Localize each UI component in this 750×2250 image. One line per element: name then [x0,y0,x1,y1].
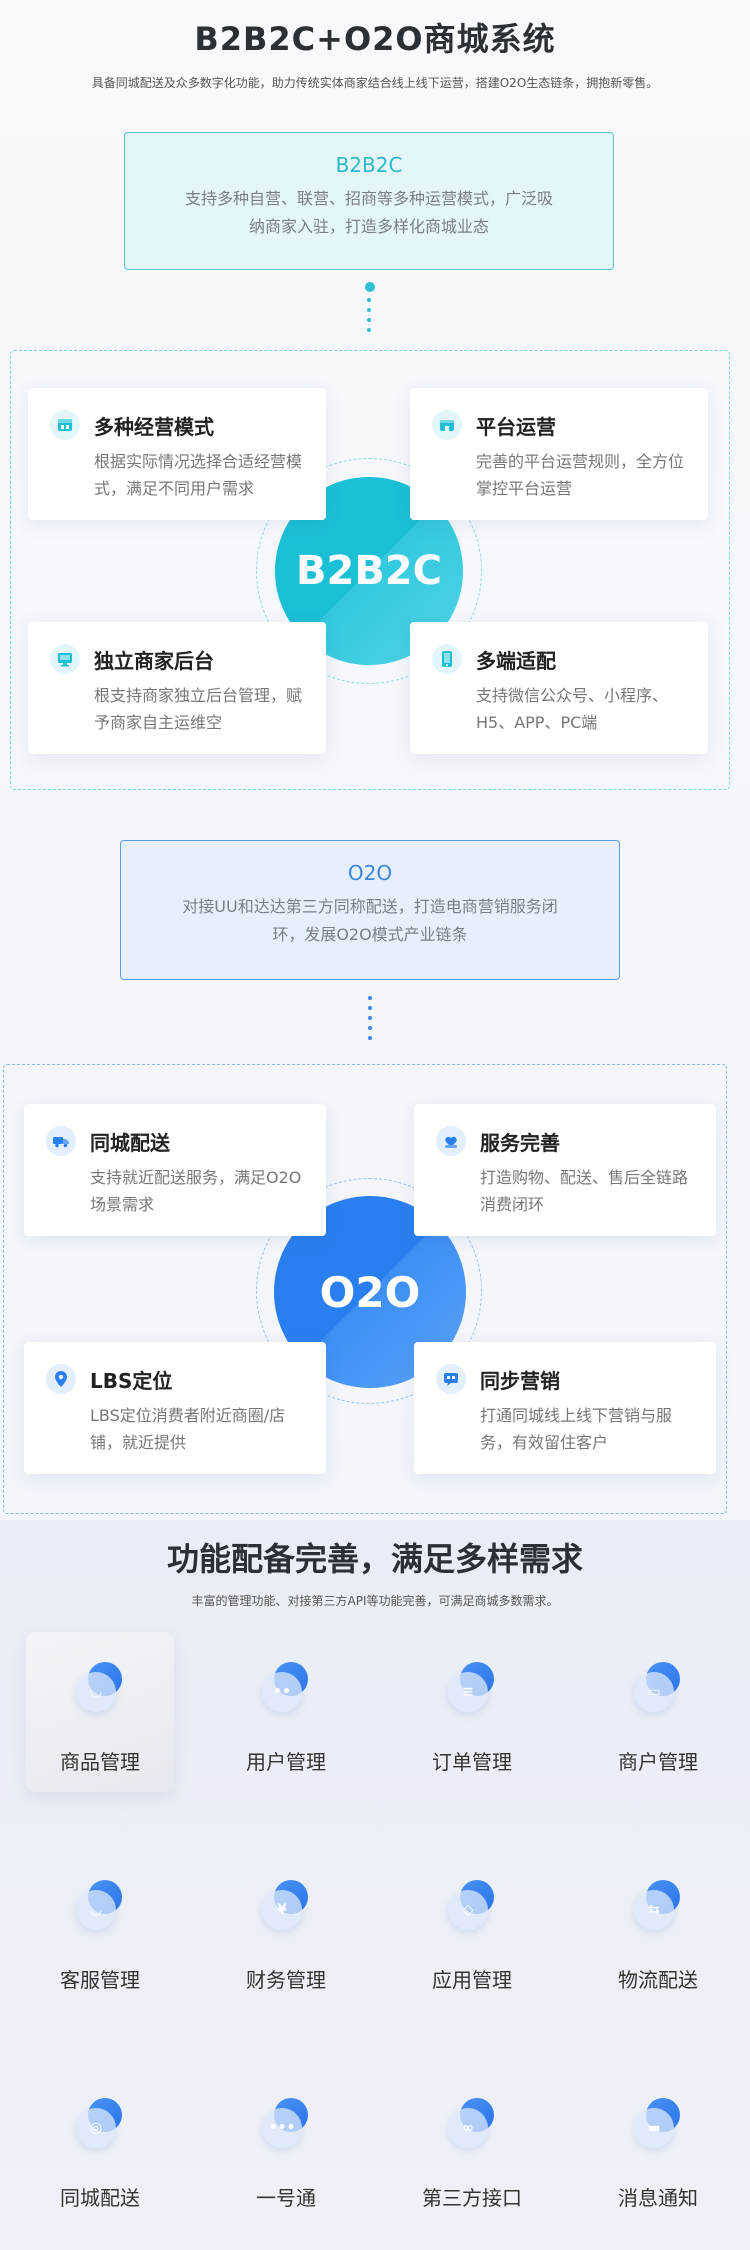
connector-dot [368,1026,372,1030]
feature-label: 商品管理 [60,1750,140,1774]
card-desc: 根支持商家独立后台管理，赋予商家自主运维空 [94,686,303,732]
user-icon: •• [256,1658,316,1718]
card-desc: 支持微信公众号、小程序、H5、APP、PC端 [476,686,669,732]
o2o-connector [366,996,374,1040]
feature-label: 商户管理 [618,1750,698,1774]
local-delivery-icon: ◎ [70,2094,130,2154]
card-desc: 支持就近配送服务，满足O2O场景需求 [90,1168,302,1214]
message-icon [436,1364,466,1394]
o2o-card-lbs: LBS定位 LBS定位消费者附近商圈/店铺，就近提供 [24,1342,326,1474]
o2o-intro-title: O2O [347,861,393,885]
b2b2c-connector [365,282,375,332]
b2b2c-section-frame [10,350,730,790]
product-icon: ◡ [70,1658,130,1718]
feature-label: 消息通知 [618,2186,698,2210]
o2o-card-local-delivery: 同城配送 支持就近配送服务，满足O2O场景需求 [24,1104,326,1236]
o2o-ring [256,1178,482,1404]
features-subtitle: 丰富的管理功能、对接第三方API等功能完善，可满足商城多数需求。 [191,1594,559,1608]
features-title: 功能配备完善，满足多样需求 [166,1540,583,1578]
o2o-card-complete-service: 服务完善 打造购物、配送、售后全链路消费闭环 [414,1104,716,1236]
logistics-icon: ⇆ [628,1876,688,1936]
b2b2c-card-platform-ops: 平台运营 完善的平台运营规则，全方位掌控平台运营 [410,388,708,520]
b2b2c-intro-title: B2B2C [335,153,403,177]
api-link-icon: ∞ [442,2094,502,2154]
connector-dot [365,282,375,292]
feature-item[interactable]: ◇ 应用管理 [398,1850,546,2010]
location-pin-icon [46,1364,76,1394]
card-title: 多端适配 [476,648,556,673]
feature-label: 财务管理 [246,1968,326,1992]
card-desc: 根据实际情况选择合适经营模式，满足不同用户需求 [94,452,303,498]
feature-item[interactable]: ••• 一号通 [212,2068,360,2228]
one-account-icon: ••• [256,2094,316,2154]
feature-item[interactable]: ◡ 商品管理 [26,1632,174,1792]
page-subtitle: 具备同城配送及众多数字化功能，助力传统实体商家结合线上线下运营，搭建O2O生态链… [91,76,659,90]
connector-dot [368,996,372,1000]
connector-dot [367,328,371,332]
feature-item[interactable]: ◎ 同城配送 [26,2068,174,2228]
mobile-icon [432,644,462,674]
o2o-intro-desc: 对接UU和达达第三方同称配送，打造电商营销服务闭环，发展O2O模式产业链条 [182,897,558,944]
feature-label: 客服管理 [60,1968,140,1992]
feature-label: 一号通 [256,2186,316,2210]
feature-item[interactable]: ⇆ 物流配送 [584,1850,732,2010]
connector-dot [367,308,371,312]
storefront-icon [50,410,80,440]
feature-label: 物流配送 [618,1968,698,1992]
service-icon [436,1126,466,1156]
feature-item[interactable]: •• 用户管理 [212,1632,360,1792]
connector-dot [367,298,371,302]
app-icon: ◇ [442,1876,502,1936]
o2o-intro-box: O2O 对接UU和达达第三方同称配送，打造电商营销服务闭环，发展O2O模式产业链… [120,840,620,980]
o2o-section-frame [3,1064,727,1514]
feature-item[interactable]: ▬ 消息通知 [584,2068,732,2228]
card-desc: LBS定位消费者附近商圈/店铺，就近提供 [90,1406,286,1452]
truck-icon [46,1126,76,1156]
card-desc: 打通同城线上线下营销与服务，有效留住客户 [480,1406,673,1452]
feature-item[interactable]: ¥ 财务管理 [212,1850,360,2010]
monitor-icon [50,644,80,674]
card-title: 平台运营 [476,414,556,439]
b2b2c-card-multi-terminal: 多端适配 支持微信公众号、小程序、H5、APP、PC端 [410,622,708,754]
connector-dot [368,1016,372,1020]
b2b2c-intro-desc: 支持多种自营、联营、招商等多种运营模式，广泛吸纳商家入驻，打造多样化商城业态 [184,189,553,236]
b2b2c-ring [256,458,482,684]
feature-label: 应用管理 [432,1968,512,1992]
feature-label: 用户管理 [246,1750,326,1774]
order-icon: ≡ [442,1658,502,1718]
feature-item[interactable]: ∞ 第三方接口 [398,2068,546,2228]
card-desc: 打造购物、配送、售后全链路消费闭环 [480,1168,689,1214]
merchant-icon: ▭ [628,1658,688,1718]
card-title: LBS定位 [90,1368,173,1393]
o2o-card-sync-marketing: 同步营销 打通同城线上线下营销与服务，有效留住客户 [414,1342,716,1474]
finance-icon: ¥ [256,1876,316,1936]
shop-icon [432,410,462,440]
b2b2c-intro-box: B2B2C 支持多种自营、联营、招商等多种运营模式，广泛吸纳商家入驻，打造多样化… [124,132,614,270]
card-title: 服务完善 [480,1130,560,1155]
connector-dot [368,1036,372,1040]
connector-dot [368,1006,372,1010]
notification-icon: ▬ [628,2094,688,2154]
feature-item[interactable]: ≡ 订单管理 [398,1632,546,1792]
card-title: 独立商家后台 [94,648,214,673]
b2b2c-card-business-modes: 多种经营模式 根据实际情况选择合适经营模式，满足不同用户需求 [28,388,326,520]
connector-dot [367,318,371,322]
b2b2c-card-merchant-backend: 独立商家后台 根支持商家独立后台管理，赋予商家自主运维空 [28,622,326,754]
feature-label: 同城配送 [60,2186,140,2210]
card-title: 同步营销 [480,1368,560,1393]
card-desc: 完善的平台运营规则，全方位掌控平台运营 [476,452,685,498]
customer-service-icon: ◡ [70,1876,130,1936]
feature-label: 第三方接口 [422,2186,522,2210]
feature-item[interactable]: ◡ 客服管理 [26,1850,174,2010]
card-title: 多种经营模式 [94,414,214,439]
feature-label: 订单管理 [432,1750,512,1774]
feature-item[interactable]: ▭ 商户管理 [584,1632,732,1792]
card-title: 同城配送 [90,1130,170,1155]
page-title: B2B2C+O2O商城系统 [194,20,556,58]
